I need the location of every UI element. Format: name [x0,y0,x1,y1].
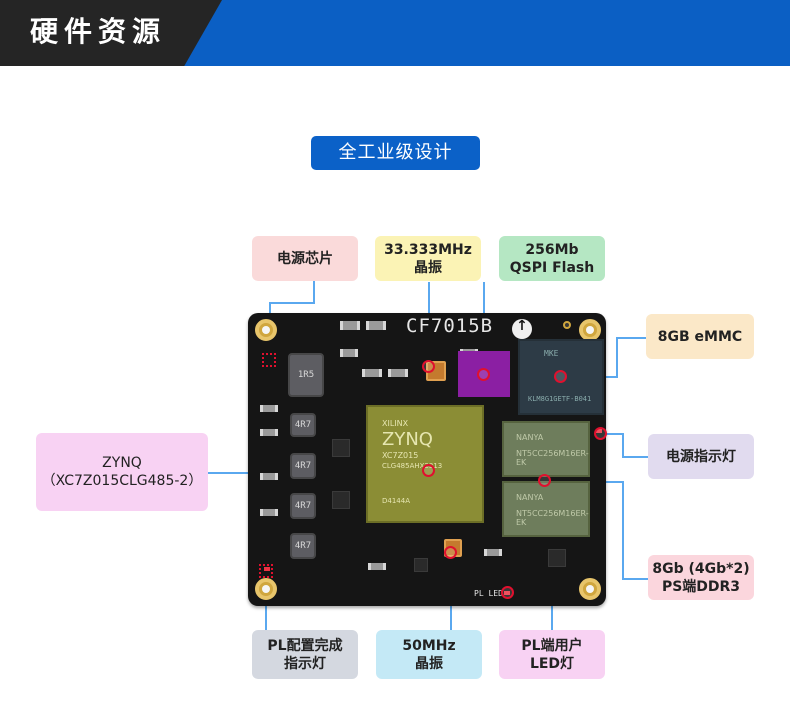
label-power-chip: 电源芯片 [252,236,358,281]
label-emmc: 8GB eMMC [646,314,754,359]
leader-line [622,481,624,579]
leader-line [616,337,618,377]
core-board-image: CF7015B 1R5 4R7 4R7 4R7 4R7 XILINX ZYNQ … [248,313,607,606]
ddr3-chip: NANYA NT5CC256M16ER-EK [502,421,590,477]
mounting-hole [579,319,601,341]
power-chip-marker [262,353,276,367]
mounting-hole [255,578,277,600]
smd-component [260,509,278,516]
header-banner: 硬件资源 [0,0,790,66]
inductor: 4R7 [290,453,316,479]
label-pl-done-led: PL配置完成指示灯 [252,630,358,679]
leader-line [616,337,646,339]
smd-component [366,321,386,330]
leader-line [622,578,648,580]
ddr3-chip: NANYA NT5CC256M16ER-EK [502,481,590,537]
pl-user-led-marker [501,586,514,599]
subtitle-badge: 全工业级设计 [311,136,480,170]
qspi-marker [477,368,490,381]
fiducial-icon [563,321,571,329]
inductor: 4R7 [290,533,316,559]
mounting-hole [579,578,601,600]
inductor: 4R7 [290,493,316,519]
page-title: 硬件资源 [30,15,167,48]
smd-component [368,563,386,570]
leader-line [313,280,315,304]
regulator-ic [332,439,350,457]
label-zynq: ZYNQ（XC7Z015CLG485-2） [36,433,208,511]
small-ic [414,558,428,572]
inductor: 4R7 [290,413,316,437]
smd-component [340,349,358,357]
leader-line [269,302,315,304]
label-ddr3: 8Gb (4Gb*2)PS端DDR3 [648,555,754,600]
regulator-ic [332,491,350,509]
smd-component [260,429,278,436]
label-power-led: 电源指示灯 [648,434,754,479]
header-title-bg [0,0,222,66]
smd-component [388,369,408,377]
smd-component [340,321,360,330]
pl-done-led-marker [259,564,273,578]
leader-line [622,456,648,458]
inductor: 1R5 [288,353,324,397]
mounting-hole [255,319,277,341]
small-ic [548,549,566,567]
smd-component [362,369,382,377]
smd-component [260,405,278,412]
leader-line [551,583,553,631]
pl-led-silkscreen: PL LED [474,589,503,598]
power-led-marker [594,427,607,440]
arrow-up-icon [512,318,532,339]
smd-component [484,549,502,556]
emmc-marker [554,370,567,383]
crystal-50mhz-marker [444,546,457,559]
smd-component [260,473,278,480]
pl-done-led [264,567,270,571]
board-model-silkscreen: CF7015B [406,315,494,337]
crystal-33mhz-marker [422,360,435,373]
emmc-chip: MKE KLM8G1GETF-B041 [518,339,604,415]
zynq-marker [422,464,435,477]
leader-line [604,433,624,435]
ddr3-marker [538,474,551,487]
leader-line [622,433,624,457]
